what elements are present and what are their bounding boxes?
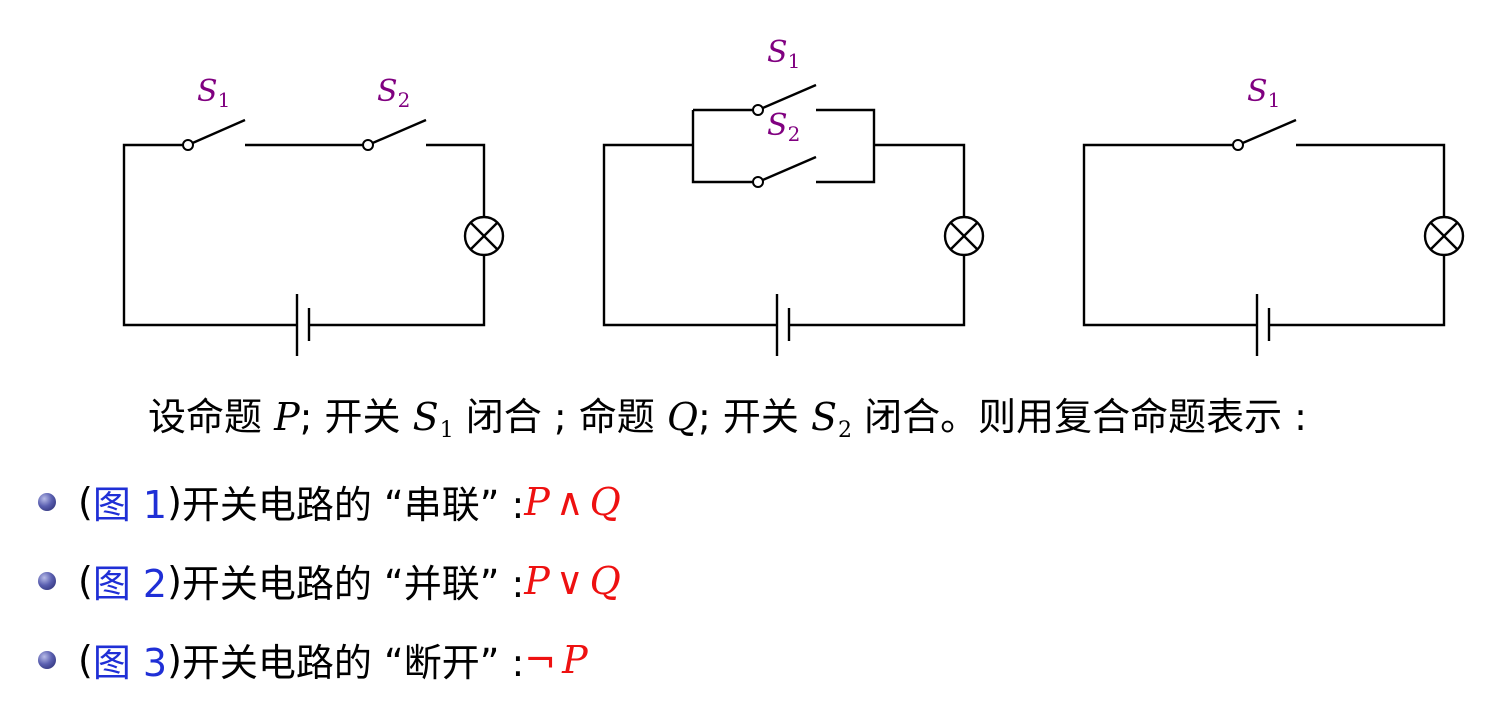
item-text: 开关电路的 “并联” :: [181, 562, 525, 606]
formula-operand-a: P: [524, 558, 550, 603]
circuit-diagrams: S1 S2 S1 S2: [122, 35, 1465, 356]
switch-s1-symbol: S: [412, 395, 439, 439]
formula: ¬P: [524, 638, 587, 682]
paren-close: ): [167, 479, 182, 524]
formula-operand-b: Q: [589, 479, 621, 524]
switch-s1: [752, 83, 817, 116]
switch-label-s1: S1: [197, 74, 230, 112]
intro-text: 设命题: [148, 395, 275, 439]
switch-label-s2: S2: [377, 74, 410, 112]
figure-ref-link[interactable]: 图 1: [92, 483, 168, 527]
list-item-open: (图 3) 开关电路的 “断开” : ¬P: [38, 632, 588, 687]
formula-operator: ∧: [555, 479, 584, 524]
intro-text: 闭合 ; 命题: [453, 395, 667, 439]
switch-s2-symbol: S: [810, 395, 837, 439]
formula-operand-b: Q: [589, 558, 621, 603]
intro-sentence: 设命题 P; 开关 S1 闭合 ; 命题 Q; 开关 S2 闭合。则用复合命题表…: [148, 386, 1307, 443]
switch-label-s1: S1: [1247, 74, 1280, 112]
circuit-1-wire: [122, 143, 486, 327]
bullet-icon: [38, 492, 56, 511]
switch-label-s1: S1: [767, 35, 800, 73]
list-item-series: (图 1) 开关电路的 “串联” : P∧Q: [38, 474, 621, 529]
intro-text: 闭合。则用复合命题表示 :: [851, 395, 1307, 439]
formula-operand-b: P: [562, 637, 588, 682]
paren-open: (: [78, 637, 93, 682]
circuit-3-wire: [1082, 143, 1446, 327]
bullet-icon: [38, 571, 56, 590]
figure-ref-link[interactable]: 图 2: [92, 562, 168, 606]
paren-close: ): [167, 558, 182, 603]
paren-open: (: [78, 558, 93, 603]
circuit-2-wire: [602, 108, 966, 327]
switch-s2: [752, 155, 817, 188]
circuit-2-parallel: S1 S2: [602, 35, 985, 356]
formula: P∨Q: [524, 559, 621, 603]
paren-open: (: [78, 479, 93, 524]
switch-s1: [182, 118, 246, 151]
circuit-1-series: S1 S2: [122, 74, 505, 356]
lamp-icon: [943, 215, 985, 257]
switch-s1-subscript: 1: [439, 418, 454, 443]
paren-close: ): [167, 637, 182, 682]
bullet-icon: [38, 650, 56, 669]
lamp-icon: [1423, 215, 1465, 257]
switch-s2-subscript: 2: [837, 418, 852, 443]
switch-s1: [1232, 118, 1297, 151]
lamp-icon: [463, 215, 505, 257]
proposition-q: Q: [666, 395, 698, 439]
formula-operator: ¬: [524, 637, 557, 682]
item-text: 开关电路的 “断开” :: [181, 641, 525, 685]
intro-text: ; 开关: [299, 395, 413, 439]
list-item-parallel: (图 2) 开关电路的 “并联” : P∨Q: [38, 553, 621, 608]
formula: P∧Q: [524, 480, 621, 524]
item-text: 开关电路的 “串联” :: [181, 483, 525, 527]
figure-ref-link[interactable]: 图 3: [92, 641, 168, 685]
formula-operator: ∨: [555, 558, 584, 603]
switch-label-s2: S2: [767, 108, 800, 146]
proposition-p: P: [274, 395, 300, 439]
intro-text: ; 开关: [697, 395, 811, 439]
formula-operand-a: P: [524, 479, 550, 524]
switch-s2: [362, 118, 427, 151]
circuit-3-open: S1: [1082, 74, 1465, 356]
